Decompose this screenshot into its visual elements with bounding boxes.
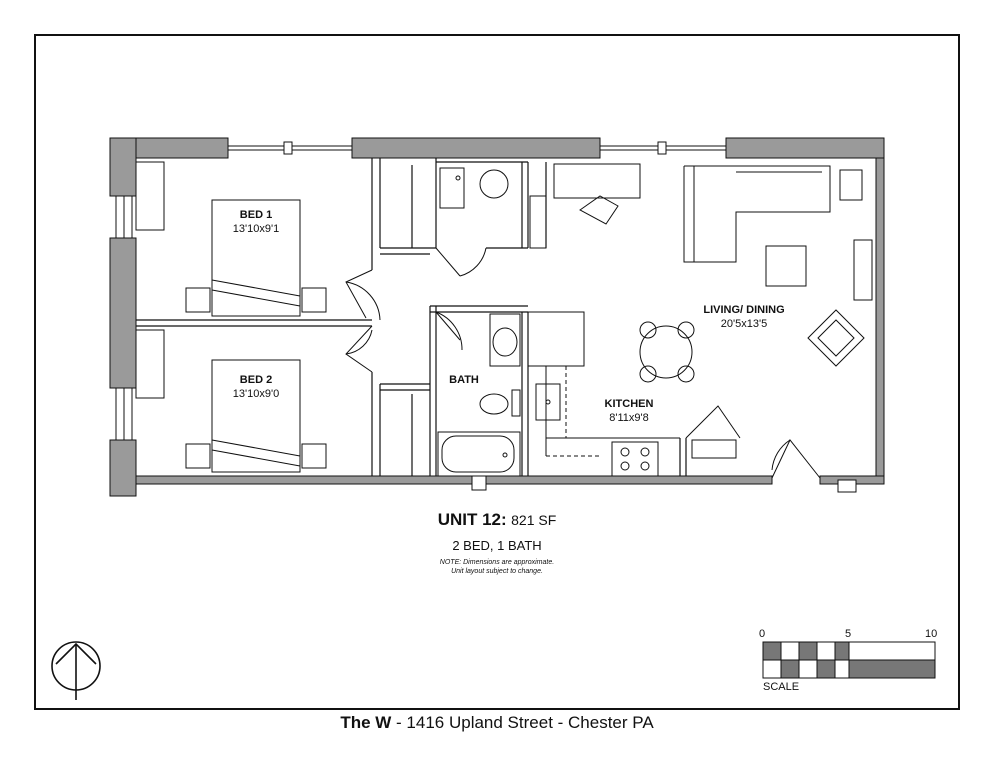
- bed2-dims: 13'10x9'0: [232, 388, 280, 400]
- unit-beds-baths: 2 BED, 1 BATH: [452, 538, 542, 553]
- unit-name: UNIT 12:: [437, 510, 507, 529]
- north-arrow-icon: [51, 641, 101, 700]
- property-address: - 1416 Upland Street - Chester PA: [391, 713, 654, 732]
- interior-walls: [136, 158, 687, 476]
- unit-summary: UNIT 12: 821 SF: [0, 510, 994, 530]
- living-dims: 20'5x13'5: [720, 318, 768, 330]
- drawing-frame: [34, 34, 960, 710]
- kitchen-label: KITCHEN: [604, 398, 654, 410]
- scale-label: SCALE: [763, 681, 800, 693]
- note-line-2: Unit layout subject to change.: [451, 568, 543, 575]
- bed2-furniture: [135, 329, 327, 473]
- scale-tick-0: 0: [759, 628, 766, 640]
- bed1-furniture: [135, 161, 327, 317]
- bath-label: BATH: [449, 374, 479, 386]
- unit-area: 821 SF: [511, 512, 557, 528]
- footer-title: The W - 1416 Upland Street - Chester PA: [0, 713, 994, 733]
- bed2-label: BED 2: [239, 374, 273, 386]
- scale-bar: [762, 641, 936, 679]
- living-furniture: [529, 163, 873, 383]
- scale-tick-10: 10: [925, 628, 938, 640]
- disclaimer-note: NOTE: Dimensions are approximate. Unit l…: [0, 558, 994, 576]
- living-label: LIVING/ DINING: [703, 304, 785, 316]
- note-line-1: NOTE: Dimensions are approximate.: [439, 559, 555, 566]
- kitchen-counters: [527, 311, 737, 477]
- bath-fixtures: [437, 167, 521, 477]
- bed1-dims: 13'10x9'1: [232, 223, 280, 235]
- doors: [345, 247, 821, 479]
- bed1-label: BED 1: [239, 209, 273, 221]
- windows-top: [228, 141, 726, 155]
- windows-left: [115, 195, 133, 441]
- kitchen-dims: 8'11x9'8: [609, 412, 649, 424]
- scale-tick-5: 5: [845, 628, 852, 640]
- property-name: The W: [340, 713, 392, 732]
